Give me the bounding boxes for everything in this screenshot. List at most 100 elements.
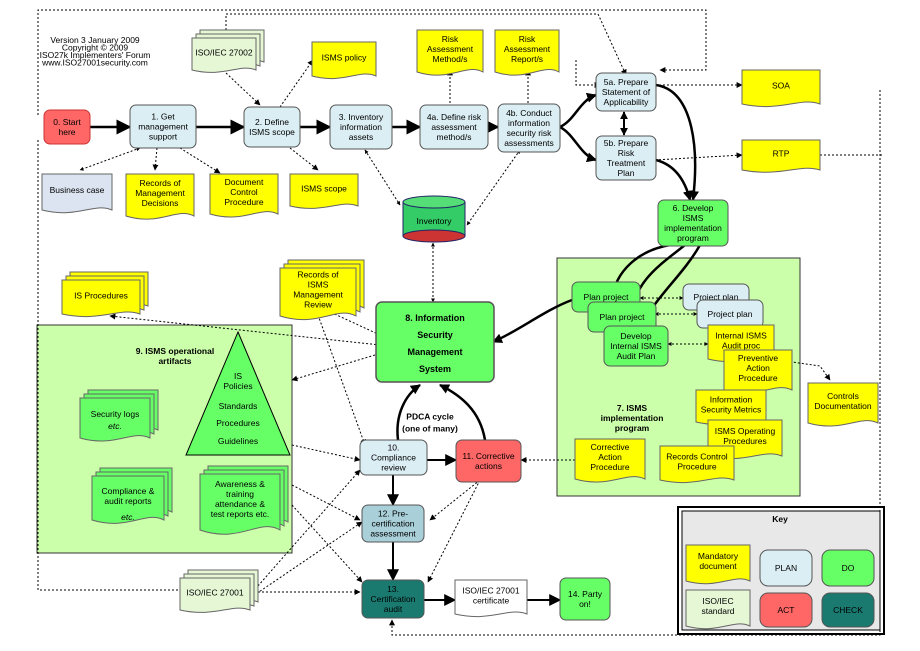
key-act[interactable] [759, 592, 813, 628]
node-compliance-review-line: Compliance [371, 452, 416, 462]
doc-corrective-proc-line: Action [598, 452, 622, 462]
doc-records-decisions[interactable] [125, 173, 195, 220]
node-start-line: 0. Start [53, 117, 81, 127]
doc-business-case[interactable] [41, 173, 113, 214]
node-develop-audit-plan-line: Develop [620, 331, 651, 341]
doc-isms-op-proc-line: ISMS Operating [715, 426, 776, 436]
pdca-label-line: (one of many) [402, 424, 458, 434]
node-prepare-rtp[interactable] [595, 135, 657, 181]
isms-artifacts [291, 354, 376, 382]
doc-records-review-line: Records of [297, 270, 339, 280]
doc-info-sec-metrics-line: Security Metrics [701, 404, 761, 414]
node-corrective-actions-line: 11. Corrective [462, 451, 515, 461]
doc-security-logs[interactable] [79, 397, 151, 442]
node-start[interactable] [43, 109, 91, 145]
node-compliance-review[interactable] [359, 439, 428, 476]
scope-doc [289, 147, 319, 171]
doc-iso27002[interactable] [191, 37, 257, 73]
support-decisions [152, 147, 159, 171]
key-plan[interactable] [759, 549, 813, 587]
node-cert-audit[interactable] [361, 579, 425, 619]
preventive-controls [777, 359, 831, 381]
risk-inventory [466, 149, 521, 226]
artifacts-audit [291, 504, 363, 583]
node-prepare-soa-line: 5a. Prepare [604, 77, 649, 87]
node-inventory-assets[interactable] [329, 104, 393, 150]
doc-records-decisions-line: Management [135, 188, 185, 198]
doc-risk-report[interactable] [494, 29, 560, 76]
doc-awareness-line: training [226, 489, 254, 499]
key-mandatory[interactable] [685, 544, 751, 585]
doc-controls-doc-line: Documentation [814, 401, 871, 411]
corrective-audit [427, 479, 481, 583]
doc-compliance-reports[interactable] [91, 475, 165, 524]
doc-soa-line: SOA [772, 80, 790, 90]
key-standard[interactable] [685, 589, 751, 630]
key-check[interactable] [821, 592, 875, 628]
node-get-support-line: support [149, 132, 178, 142]
doc-isms-scope[interactable] [289, 173, 359, 209]
doc-isms-policy[interactable] [311, 41, 377, 80]
doc-preventive-line: Action [746, 363, 770, 373]
doc-controls-doc[interactable] [807, 382, 879, 427]
doc-risk-method[interactable] [416, 29, 484, 76]
node-prepare-soa[interactable] [595, 72, 657, 112]
doc-awareness-line: attendance & [215, 499, 265, 509]
doc-rtp[interactable] [741, 139, 821, 173]
doc-is-procedures[interactable] [61, 279, 141, 318]
pdca-right [439, 383, 487, 441]
node-pre-cert[interactable] [361, 504, 425, 543]
node-party[interactable] [559, 577, 611, 621]
outer-loop-top [37, 9, 707, 115]
doc-records-review[interactable] [279, 267, 357, 321]
key-title-line: Key [772, 514, 788, 524]
node-define-scope[interactable] [243, 106, 301, 148]
node-develop-audit-plan[interactable] [603, 325, 669, 367]
node-define-risk-method[interactable] [419, 104, 489, 150]
support-business [79, 147, 141, 171]
node-isms-main[interactable] [375, 301, 495, 383]
doc-business-case-line: Business case [50, 185, 105, 195]
key-mandatory-line: Mandatory [698, 551, 739, 561]
doc-iso27001-cert[interactable] [454, 579, 528, 618]
flow-5a-6 [655, 83, 700, 201]
version-note-line: Copyright © 2009 [62, 43, 129, 53]
node-prepare-soa-line: Statement of [602, 87, 651, 97]
doc-awareness[interactable] [199, 473, 281, 535]
doc-corrective-proc[interactable] [574, 438, 646, 483]
doc-preventive-line: Procedure [738, 373, 777, 383]
compliance-reports-l2-line: etc. [121, 512, 135, 522]
node-inventory-assets-line: assets [349, 132, 374, 142]
node-party-line: 14. Party [568, 589, 603, 599]
node-define-risk-method-line: method/s [437, 132, 472, 142]
node-prepare-soa-line: Applicability [604, 97, 650, 107]
node-isms-main-line: Management [407, 347, 462, 357]
prog-isms [492, 298, 573, 344]
node-develop-program-line: ISMS [683, 213, 704, 223]
pyramid-standards-line: Standards [219, 401, 258, 411]
doc-records-control[interactable] [659, 445, 735, 484]
doc-risk-report-line: Assessment [504, 44, 551, 54]
node-conduct-risk[interactable] [497, 103, 561, 153]
doc-iso27001[interactable] [179, 577, 251, 613]
node-develop-program[interactable] [657, 199, 729, 247]
node-develop-program-line: program [677, 233, 709, 243]
artifacts-title-line: 9. ISMS operational [136, 346, 214, 356]
node-corrective-actions[interactable] [455, 439, 522, 483]
doc-soa[interactable] [741, 69, 821, 108]
doc-risk-method-line: Risk [442, 34, 459, 44]
node-party-line: on! [579, 599, 591, 609]
pyramid-guidelines-line: Guidelines [218, 436, 258, 446]
doc-doc-control[interactable] [209, 173, 279, 218]
inventory-top [402, 195, 466, 209]
doc-risk-method-line: Method/s [433, 54, 468, 64]
node-develop-program-line: 6. Develop [673, 203, 714, 213]
node-get-support[interactable] [129, 104, 197, 149]
isms-procedures [109, 313, 381, 346]
doc-corrective-proc-line: Procedure [590, 462, 629, 472]
doc-iso27001-cert-line: certificate [473, 595, 510, 605]
program-title-line: program [615, 423, 650, 433]
key-do[interactable] [821, 549, 875, 587]
inventory-bottom [402, 229, 466, 243]
